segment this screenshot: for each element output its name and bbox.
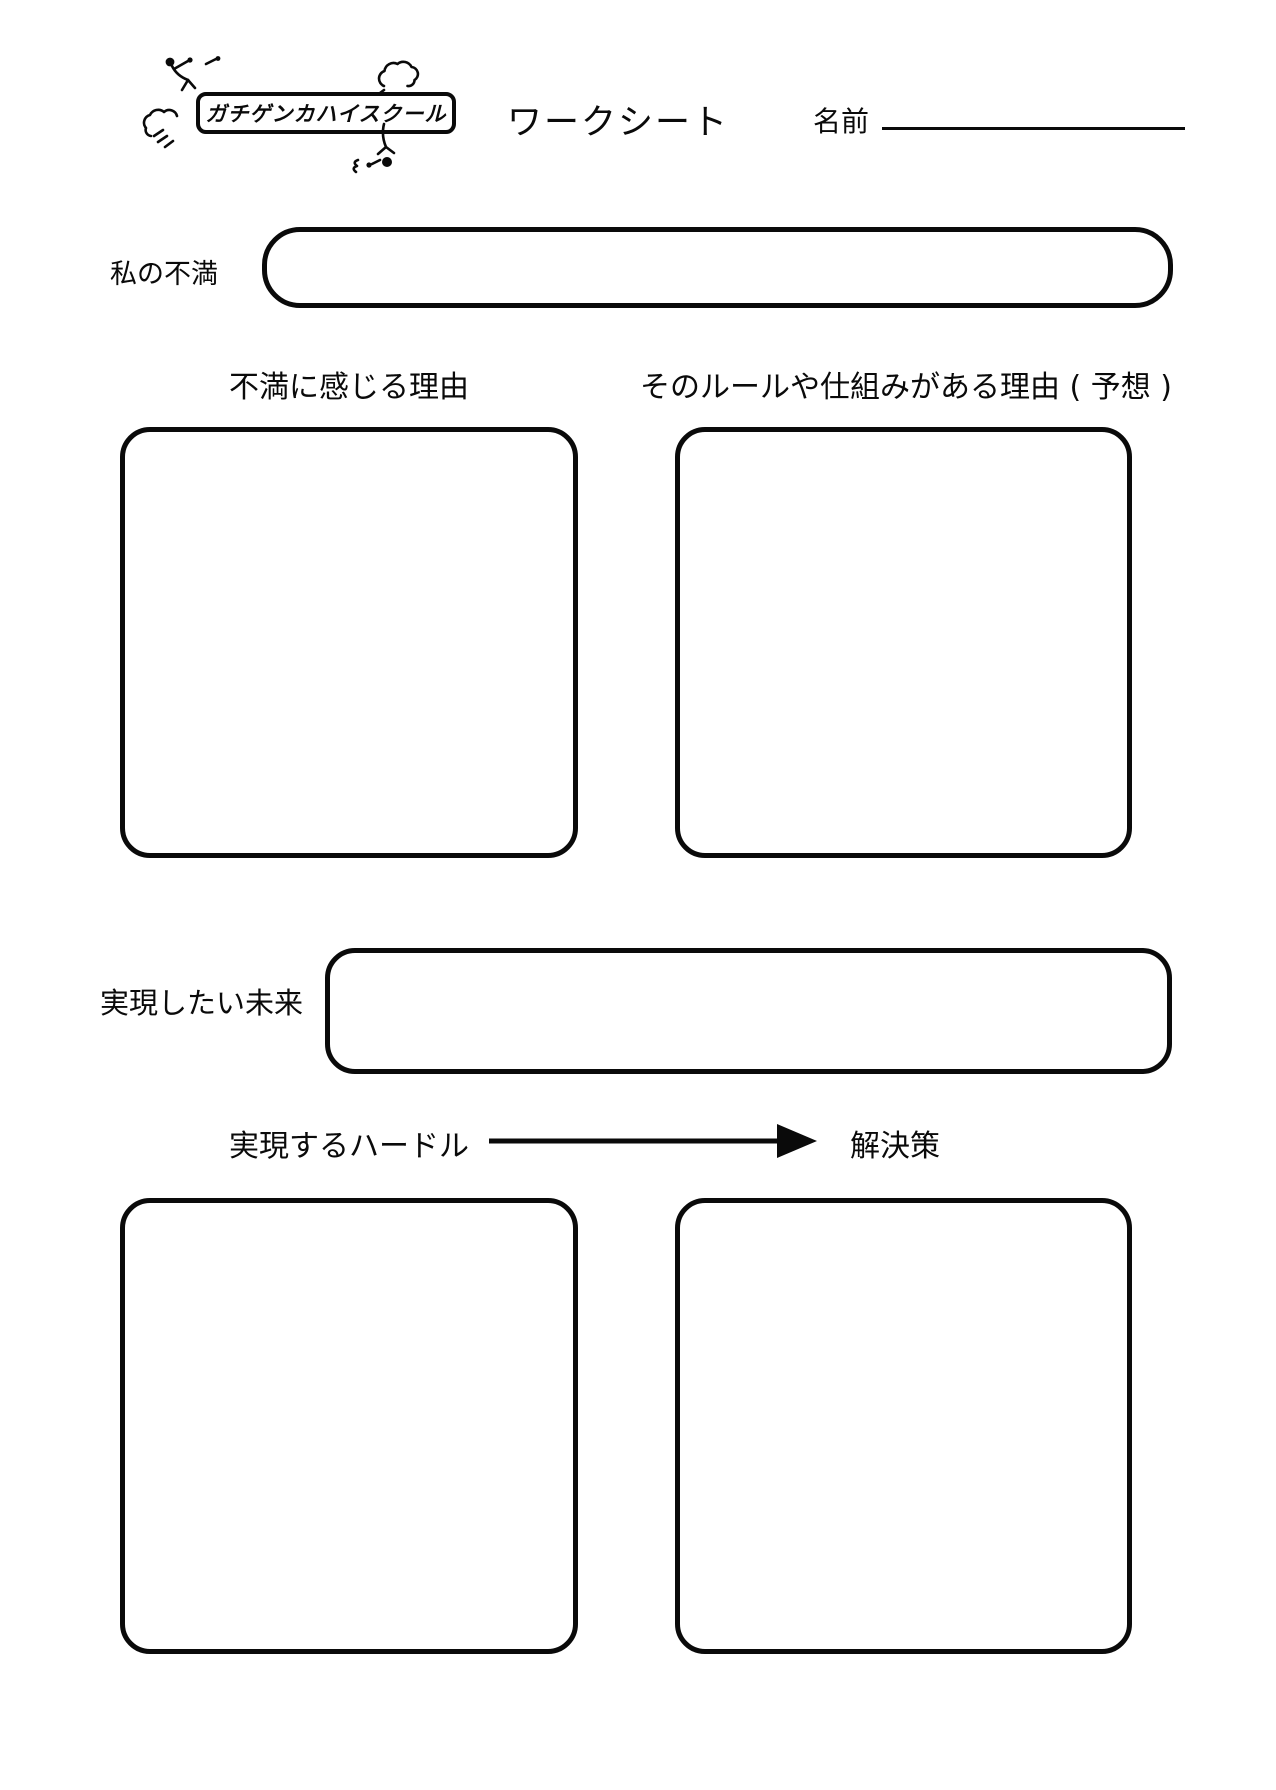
hurdle-input-box[interactable]: [120, 1198, 578, 1654]
reason-felt-heading: 不満に感じる理由: [229, 370, 469, 405]
name-label: 名前: [813, 105, 870, 138]
stick-figure-top-left-icon: [165, 56, 221, 92]
complaint-input-box[interactable]: [262, 227, 1173, 308]
rule-reason-input-box[interactable]: [675, 427, 1132, 858]
future-input-box[interactable]: [325, 948, 1172, 1074]
future-label: 実現したい未来: [100, 986, 304, 1020]
solution-input-box[interactable]: [675, 1198, 1132, 1654]
school-logo: ガチゲンカハイスクール: [196, 92, 456, 134]
right-arrow-icon: [489, 1124, 817, 1158]
stick-figure-bottom-right-icon: [352, 122, 396, 174]
reason-felt-input-box[interactable]: [120, 427, 578, 858]
rule-reason-heading: そのルールや仕組みがある理由 ( 予想 ): [640, 370, 1173, 405]
name-input-line[interactable]: [882, 98, 1185, 130]
page-title: ワークシート: [507, 103, 730, 143]
complaint-label: 私の不満: [110, 259, 218, 290]
smoke-cloud-bottom-left-icon: [142, 108, 179, 149]
solution-heading: 解決策: [850, 1129, 940, 1164]
hurdle-heading: 実現するハードル: [229, 1129, 469, 1164]
school-logo-text: ガチゲンカハイスクール: [205, 102, 447, 126]
